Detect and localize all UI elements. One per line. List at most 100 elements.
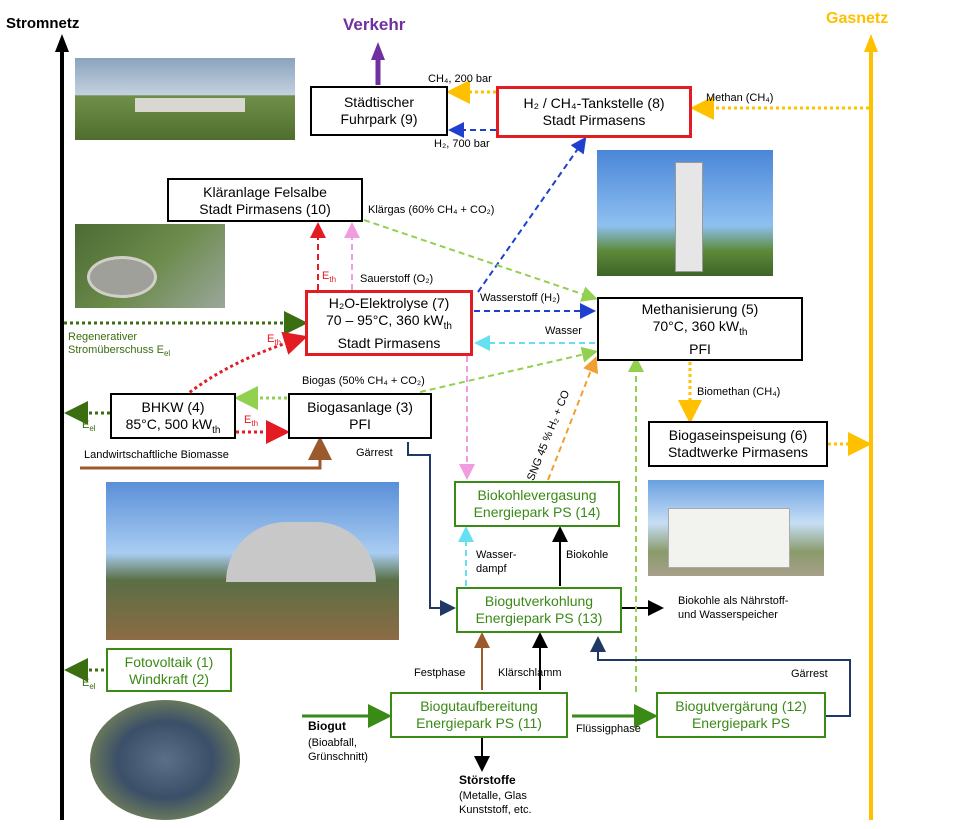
biogutaufbereitung-line2: Energiepark PS (11) (416, 715, 542, 731)
photo-klaerbecken (75, 224, 225, 308)
gaerrest-2-label: Gärrest (791, 668, 828, 680)
biokohle-naehr-label-2: und Wasserspeicher (678, 609, 778, 621)
eel-fotovoltaik-main: E (82, 677, 90, 689)
elektrolyse-line3: Stadt Pirmasens (337, 334, 441, 351)
photo-buildings (135, 98, 245, 112)
eth-biogasanlage-sub: th (251, 419, 259, 429)
elektrolyse-line2-sub: th (443, 320, 452, 332)
eel-fotovoltaik-label: Eel (82, 677, 96, 693)
klaeranlage-box: Kläranlage Felsalbe Stadt Pirmasens (10) (167, 178, 363, 222)
tankstelle-line1: H₂ / CH₄-Tankstelle (8) (523, 95, 665, 111)
eth-biogasanlage-label: Eth (244, 414, 258, 430)
biogut-sub-label-1: (Bioabfall, (308, 737, 357, 749)
elektrolyse-line1: H₂O-Elektrolyse (7) (328, 295, 450, 311)
regenerativer-label-1: Regenerativer (68, 331, 138, 343)
fuhrpark-box: Städtischer Fuhrpark (9) (310, 86, 448, 136)
fotovoltaik-line2: Windkraft (2) (128, 671, 210, 687)
regenerativer-label-2: Stromüberschuss Eel (68, 344, 170, 360)
biogutaufbereitung-line1: Biogutaufbereitung (420, 698, 538, 714)
klaeranlage-line1: Kläranlage Felsalbe (203, 184, 327, 200)
gaerrest-1-line (407, 442, 456, 616)
biogas-label: Biogas (50% CH₄ + CO₂) (302, 375, 425, 387)
verkehr-arrowhead (371, 42, 385, 60)
photo-einspeisung-station (648, 480, 824, 576)
eel-bhkw-sub: el (89, 424, 96, 434)
stoerstoffe-label-1: (Metalle, Glas (459, 790, 527, 802)
regenerativer-label-2-sub: el (163, 349, 171, 359)
photo-basin (87, 256, 157, 298)
stromnetz-header: Stromnetz (6, 15, 80, 32)
biokohle-label: Biokohle (566, 549, 609, 561)
biogutaufbereitung-box: Biogutaufbereitung Energiepark PS (11) (390, 692, 568, 738)
ch4-200bar-label: CH₄, 200 bar (428, 73, 492, 85)
photo-tower (675, 162, 703, 272)
eel-fotovoltaik-sub: el (89, 682, 96, 692)
photo-solarpark (90, 700, 240, 820)
gasnetz-arrowhead (864, 34, 878, 52)
eth-elektrolyse-sub: th (329, 275, 337, 285)
biogaseinspeisung-line1: Biogaseinspeisung (6) (668, 427, 808, 443)
photo-container (668, 508, 790, 568)
klaergas-line (363, 219, 598, 302)
festphase-label: Festphase (414, 667, 466, 679)
eth-elektrolyse-main: E (322, 270, 330, 282)
wasserdampf-label-1: Wasser- (476, 549, 517, 561)
eel-bhkw-label: Eel (82, 419, 96, 435)
methanisierung-line2-sub: th (739, 326, 748, 338)
bhkw-line2-sub: th (212, 424, 221, 436)
biogasanlage-line1: Biogasanlage (3) (307, 399, 413, 415)
photo-dome (226, 522, 376, 582)
eth-elektrolyse-label: Eth (322, 270, 336, 286)
biogutvergaerung-box: Biogutvergärung (12) Energiepark PS (656, 692, 826, 738)
methanisierung-box: Methanisierung (5) 70°C, 360 kWth PFI (597, 297, 803, 361)
wasserstoff-label: Wasserstoff (H₂) (480, 292, 561, 304)
klaerschlamm-label: Klärschlamm (498, 667, 562, 679)
biogasanlage-box: Biogasanlage (3) PFI (288, 393, 432, 439)
elektrolyse-line2: 70 – 95°C, 360 kWth (308, 312, 470, 335)
methanisierung-line2: 70°C, 360 kWth (599, 318, 801, 341)
h2-700bar-label: H₂, 700 bar (434, 138, 490, 150)
biogut-label: Biogut (308, 719, 346, 733)
landwirtschaft-label: Landwirtschaftliche Biomasse (84, 449, 229, 461)
biogutverkohlung-box: Biogutverkohlung Energiepark PS (13) (456, 587, 622, 633)
klaeranlage-line2: Stadt Pirmasens (10) (199, 201, 331, 217)
gasnetz-header: Gasnetz (826, 10, 889, 27)
gaerrest-2-line (590, 636, 851, 717)
biogut-sub-label-2: Grünschnitt) (308, 751, 368, 763)
h2-to-tankstelle-line (477, 136, 587, 293)
biokohlevergasung-line1: Biokohlevergasung (477, 487, 597, 503)
bhkw-line1: BHKW (4) (141, 399, 205, 415)
eth-biogasanlage-main: E (244, 414, 252, 426)
tankstelle-box: H₂ / CH₄-Tankstelle (8) Stadt Pirmasens (496, 86, 692, 138)
fuhrpark-line2: Fuhrpark (9) (340, 111, 418, 127)
fuhrpark-line1: Städtischer (343, 94, 415, 110)
elektrolyse-box: H₂O-Elektrolyse (7) 70 – 95°C, 360 kWth … (305, 290, 473, 356)
biokohlevergasung-line2: Energiepark PS (14) (473, 504, 601, 520)
wasser-label: Wasser (545, 325, 582, 337)
biogaseinspeisung-line2: Stadtwerke Pirmasens (667, 444, 809, 460)
biomethan-label: Biomethan (CH₄) (697, 386, 781, 398)
fotovoltaik-line1: Fotovoltaik (1) (124, 654, 214, 670)
verkehr-header: Verkehr (343, 15, 406, 34)
bhkw-line2: 85°C, 500 kWth (112, 416, 234, 439)
bhkw-box: BHKW (4) 85°C, 500 kWth (110, 393, 236, 439)
biogutvergaerung-line2: Energiepark PS (691, 715, 791, 731)
photo-methanisierung-tower (597, 150, 773, 276)
stoerstoffe-label: Störstoffe (459, 773, 516, 787)
photo-klaeranlage-landscape (75, 58, 295, 140)
eth-bhkw-sub: th (274, 338, 282, 348)
sauerstoff-label: Sauerstoff (O₂) (360, 273, 434, 285)
photo-biogasanlage (106, 482, 399, 640)
biogutverkohlung-line2: Energiepark PS (13) (475, 610, 603, 626)
methanisierung-line1: Methanisierung (5) (641, 301, 759, 317)
regenerativer-label-2-main: Stromüberschuss E (68, 344, 164, 356)
eth-bhkw-label: Eth (267, 333, 281, 349)
methanisierung-line3: PFI (689, 340, 711, 357)
eth-bhkw-main: E (267, 333, 275, 345)
elektrolyse-line2-main: 70 – 95°C, 360 kW (325, 312, 444, 328)
bhkw-eth-to-elektrolyse-line (184, 331, 308, 398)
biomasse-line (80, 436, 332, 470)
bhkw-line2-main: 85°C, 500 kW (125, 416, 213, 432)
gaerrest-1-label: Gärrest (356, 447, 393, 459)
